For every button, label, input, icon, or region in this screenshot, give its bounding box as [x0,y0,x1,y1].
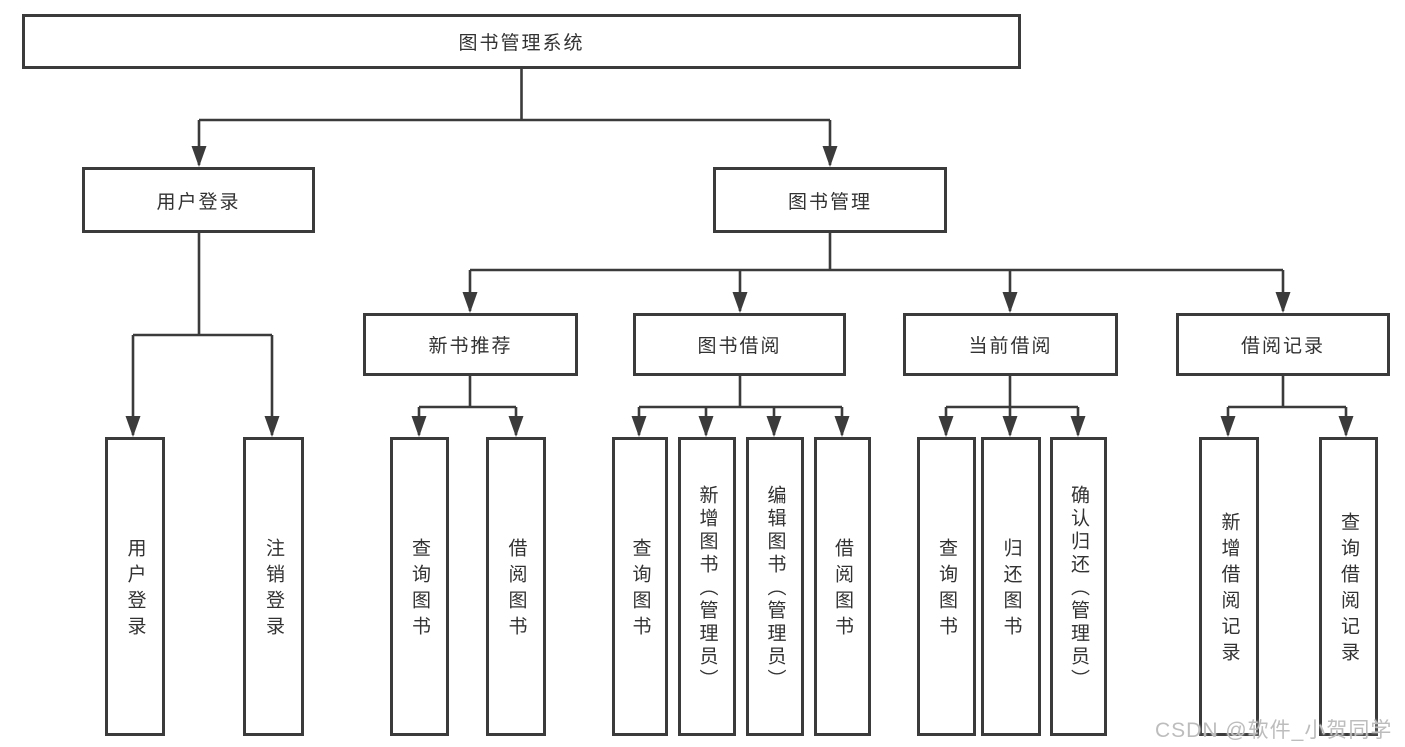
leaf-records-query-record-label: 查询借阅记录 [1338,512,1359,668]
node-user-login: 用户登录 [82,167,315,233]
node-new-book-recommend-label: 新书推荐 [428,336,513,357]
leaf-current-query-books: 查询图书 [917,437,976,736]
leaf-borrowing-add-books-admin-label: 新增图书（管理员） [696,485,718,692]
leaf-current-query-books-label: 查询图书 [936,538,957,642]
leaf-records-add-record: 新增借阅记录 [1199,437,1259,736]
leaf-current-confirm-return-admin: 确认归还（管理员） [1050,437,1107,736]
leaf-current-return-books: 归还图书 [981,437,1041,736]
leaf-logout: 注销登录 [243,437,304,736]
leaf-newbook-query-books-label: 查询图书 [409,538,430,642]
node-book-management-label: 图书管理 [787,191,872,213]
node-borrowing-records-label: 借阅记录 [1240,336,1325,357]
node-current-borrowing-label: 当前借阅 [968,336,1053,357]
leaf-newbook-borrow-books: 借阅图书 [486,437,546,736]
leaf-user-login: 用户登录 [105,437,165,736]
node-book-management: 图书管理 [713,167,947,233]
leaf-current-return-books-label: 归还图书 [1000,538,1022,642]
leaf-records-query-record: 查询借阅记录 [1319,437,1378,736]
leaf-logout-label: 注销登录 [263,538,284,642]
csdn-watermark: CSDN @软件_小贺同学 [1155,719,1393,742]
node-current-borrowing: 当前借阅 [903,313,1118,376]
leaf-borrowing-query-books: 查询图书 [612,437,668,736]
leaf-user-login-label: 用户登录 [124,538,146,642]
leaf-borrowing-borrow-books: 借阅图书 [814,437,871,736]
leaf-current-confirm-return-admin-label: 确认归还（管理员） [1068,485,1089,692]
node-book-borrowing: 图书借阅 [633,313,846,376]
leaf-borrowing-query-books-label: 查询图书 [629,538,651,642]
leaf-borrowing-edit-books-admin-label: 编辑图书（管理员） [764,485,786,692]
node-user-login-label: 用户登录 [156,191,241,213]
leaf-borrowing-add-books-admin: 新增图书（管理员） [678,437,736,736]
node-root-label: 图书管理系统 [458,33,585,54]
leaf-borrowing-edit-books-admin: 编辑图书（管理员） [746,437,804,736]
leaf-borrowing-borrow-books-label: 借阅图书 [832,538,853,642]
node-book-borrowing-label: 图书借阅 [697,336,782,357]
node-new-book-recommend: 新书推荐 [363,313,578,376]
node-root: 图书管理系统 [22,14,1021,69]
leaf-records-add-record-label: 新增借阅记录 [1218,512,1240,668]
leaf-newbook-query-books: 查询图书 [390,437,449,736]
leaf-newbook-borrow-books-label: 借阅图书 [505,538,527,642]
node-borrowing-records: 借阅记录 [1176,313,1390,376]
